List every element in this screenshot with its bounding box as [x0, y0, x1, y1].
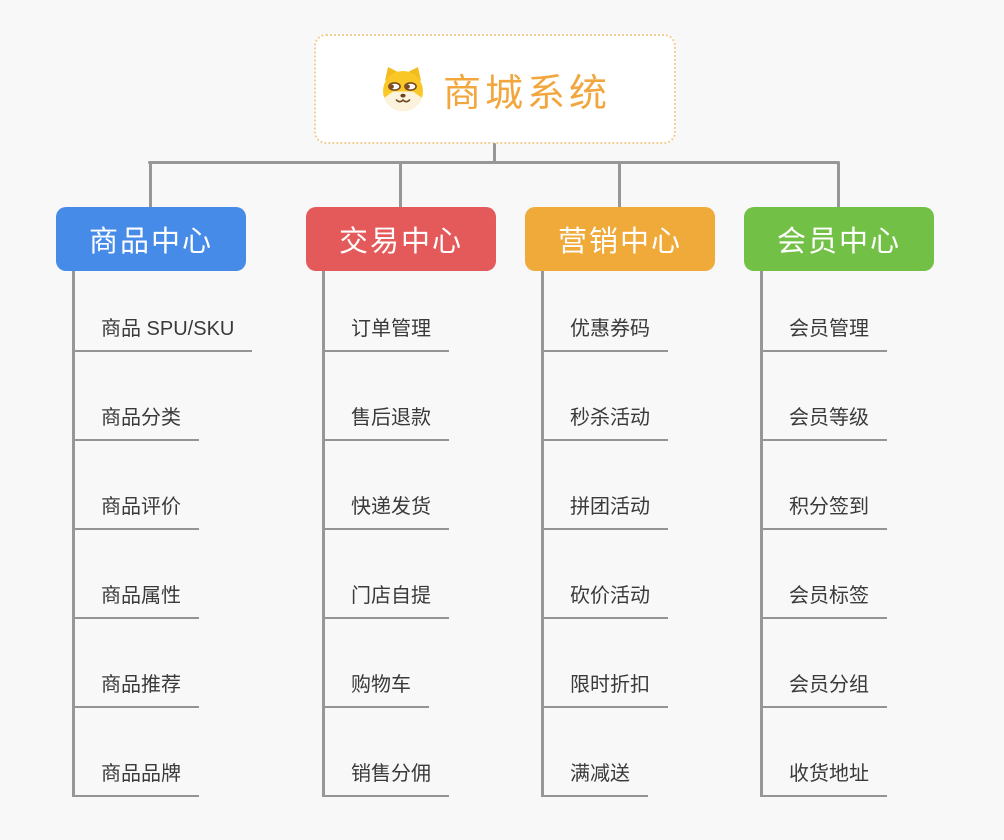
node-item[interactable]: 限时折扣 [544, 672, 668, 708]
node-item[interactable]: 商品品牌 [75, 761, 199, 797]
node-item[interactable]: 商品 SPU/SKU [75, 316, 253, 352]
dog-face-icon [379, 65, 427, 113]
node-item[interactable]: 会员管理 [763, 316, 887, 352]
root-title: 商城系统 [442, 72, 611, 115]
node-item[interactable]: 满减送 [544, 761, 648, 797]
branch-product-center: 商品中心 商品 SPU/SKU 商品分类 商品评价 商品属性 商品推荐 商品品牌 [56, 207, 253, 797]
node-item[interactable]: 门店自提 [325, 583, 449, 619]
node-item[interactable]: 商品分类 [75, 405, 199, 441]
connector-drop-trade [399, 161, 402, 208]
node-item[interactable]: 会员分组 [763, 672, 887, 708]
node-item[interactable]: 收货地址 [763, 761, 887, 797]
branch-member-center: 会员中心 会员管理 会员等级 积分签到 会员标签 会员分组 收货地址 [744, 207, 934, 797]
branch-label-marketing-center[interactable]: 营销中心 [525, 207, 715, 271]
branch-trade-center: 交易中心 订单管理 售后退款 快递发货 门店自提 购物车 销售分佣 [306, 207, 496, 797]
node-item[interactable]: 积分签到 [763, 494, 887, 530]
root-node[interactable]: 商城系统 [314, 34, 676, 144]
branch-items-member-center: 会员管理 会员等级 积分签到 会员标签 会员分组 收货地址 [760, 271, 934, 797]
branch-items-product-center: 商品 SPU/SKU 商品分类 商品评价 商品属性 商品推荐 商品品牌 [72, 271, 253, 797]
node-item[interactable]: 会员等级 [763, 405, 887, 441]
connector-root-vertical [493, 143, 496, 163]
node-item[interactable]: 售后退款 [325, 405, 449, 441]
branch-label-product-center[interactable]: 商品中心 [56, 207, 246, 271]
node-item[interactable]: 砍价活动 [544, 583, 668, 619]
node-item[interactable]: 优惠券码 [544, 316, 668, 352]
connector-drop-member [837, 161, 840, 208]
node-item[interactable]: 商品推荐 [75, 672, 199, 708]
branch-label-trade-center[interactable]: 交易中心 [306, 207, 496, 271]
node-item[interactable]: 订单管理 [325, 316, 449, 352]
node-item[interactable]: 销售分佣 [325, 761, 449, 797]
node-item[interactable]: 商品属性 [75, 583, 199, 619]
branch-items-marketing-center: 优惠券码 秒杀活动 拼团活动 砍价活动 限时折扣 满减送 [541, 271, 715, 797]
node-item[interactable]: 秒杀活动 [544, 405, 668, 441]
node-item[interactable]: 快递发货 [325, 494, 449, 530]
node-item[interactable]: 会员标签 [763, 583, 887, 619]
node-item[interactable]: 购物车 [325, 672, 429, 708]
branch-marketing-center: 营销中心 优惠券码 秒杀活动 拼团活动 砍价活动 限时折扣 满减送 [525, 207, 715, 797]
connector-drop-product [149, 161, 152, 208]
node-item[interactable]: 拼团活动 [544, 494, 668, 530]
branch-label-member-center[interactable]: 会员中心 [744, 207, 934, 271]
node-item[interactable]: 商品评价 [75, 494, 199, 530]
branch-items-trade-center: 订单管理 售后退款 快递发货 门店自提 购物车 销售分佣 [322, 271, 496, 797]
connector-horizontal [148, 161, 839, 164]
connector-drop-marketing [618, 161, 621, 208]
